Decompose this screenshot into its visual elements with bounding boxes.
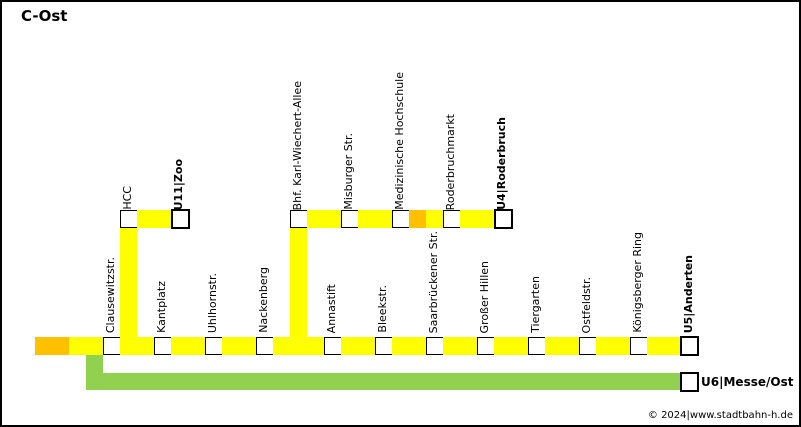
- station-nackenberg[interactable]: [256, 337, 274, 355]
- station-mhh[interactable]: [392, 210, 410, 228]
- terminus-name: Roderbruch: [495, 117, 508, 190]
- station-hcc[interactable]: [120, 210, 138, 228]
- track-segment: [392, 337, 426, 355]
- separator: |: [495, 189, 508, 194]
- station-uhlhornstr[interactable]: [205, 337, 223, 355]
- track-segment: [307, 210, 341, 228]
- label-annastift: Annastift: [325, 283, 338, 333]
- terminus-name: Zoo: [172, 158, 185, 182]
- track-segment: [358, 210, 392, 228]
- label-bleekstr: Bleekstr.: [376, 285, 389, 333]
- label-clausewitzstr: Clausewitzstr.: [104, 256, 117, 333]
- track-segment: [460, 210, 494, 228]
- station-annastift[interactable]: [324, 337, 342, 355]
- label-koenigsberger: Königsberger Ring: [631, 232, 644, 333]
- track-segment: [137, 210, 171, 228]
- station-saarbrueckener[interactable]: [426, 337, 444, 355]
- station-bleekstr[interactable]: [375, 337, 393, 355]
- line-u6: U6: [701, 375, 720, 389]
- station-kantplatz[interactable]: [154, 337, 172, 355]
- label-misburger: Misburger Str.: [342, 133, 355, 210]
- track-segment: [494, 337, 528, 355]
- line-u4: U4: [495, 193, 508, 210]
- track-segment: [273, 337, 324, 355]
- track-segment: [341, 337, 375, 355]
- track-orange: [409, 210, 426, 228]
- track-segment: [647, 337, 680, 355]
- label-ostfeldstr: Ostfeldstr.: [580, 276, 593, 333]
- terminus-zoo[interactable]: [171, 209, 190, 229]
- station-koenigsberger[interactable]: [630, 337, 648, 355]
- track-segment: [171, 337, 205, 355]
- track-u6: [86, 373, 680, 390]
- label-anderten: U5|Anderten: [682, 255, 695, 333]
- terminus-name: Anderten: [682, 254, 695, 313]
- station-tiergarten[interactable]: [528, 337, 546, 355]
- label-roderbruchmarkt: Roderbruchmarkt: [444, 113, 457, 210]
- label-messe-ost: U6|Messe/Ost: [701, 375, 793, 389]
- track-u11-branch: [120, 228, 137, 338]
- track-orange: [35, 337, 69, 355]
- track-segment: [596, 337, 630, 355]
- station-clausewitzstr[interactable]: [103, 337, 121, 355]
- track-segment: [545, 337, 579, 355]
- label-mhh: Medizinische Hochschule: [393, 72, 406, 210]
- label-uhlhornstr: Uhlhornstr.: [206, 272, 219, 333]
- label-roderbruch: U4|Roderbruch: [495, 117, 508, 210]
- label-zoo: U11|Zoo: [172, 159, 185, 210]
- separator: |: [682, 312, 695, 317]
- terminus-name: Messe/Ost: [723, 375, 794, 389]
- terminus-messe-ost[interactable]: [680, 372, 699, 392]
- terminus-anderten[interactable]: [680, 336, 699, 356]
- label-tiergarten: Tiergarten: [529, 276, 542, 333]
- label-kantplatz: Kantplatz: [155, 281, 168, 333]
- line-u11: U11: [172, 185, 185, 210]
- station-bhf-kwa[interactable]: [290, 210, 308, 228]
- track-segment: [426, 210, 443, 228]
- terminus-roderbruch[interactable]: [494, 209, 513, 229]
- station-roderbruchmarkt[interactable]: [443, 210, 461, 228]
- label-saarbrueckener: Saarbrückener Str.: [427, 230, 440, 333]
- line-u5: U5: [682, 316, 695, 333]
- track-segment: [443, 337, 477, 355]
- station-misburger[interactable]: [341, 210, 359, 228]
- label-nackenberg: Nackenberg: [257, 267, 270, 333]
- label-bhf-kwa: Bhf. Karl-Wiechert-Allee: [291, 80, 304, 210]
- track-segment: [120, 337, 154, 355]
- copyright: © 2024|www.stadtbahn-h.de: [647, 410, 793, 421]
- separator: |: [719, 375, 724, 389]
- label-hcc: HCC: [121, 186, 134, 210]
- label-grosser-hillen: Großer Hillen: [478, 260, 491, 333]
- track-segment: [69, 337, 103, 355]
- station-ostfeldstr[interactable]: [579, 337, 597, 355]
- track-u4-branch: [290, 228, 307, 338]
- station-grosser-hillen[interactable]: [477, 337, 495, 355]
- track-segment: [222, 337, 256, 355]
- page-title: C-Ost: [21, 7, 68, 25]
